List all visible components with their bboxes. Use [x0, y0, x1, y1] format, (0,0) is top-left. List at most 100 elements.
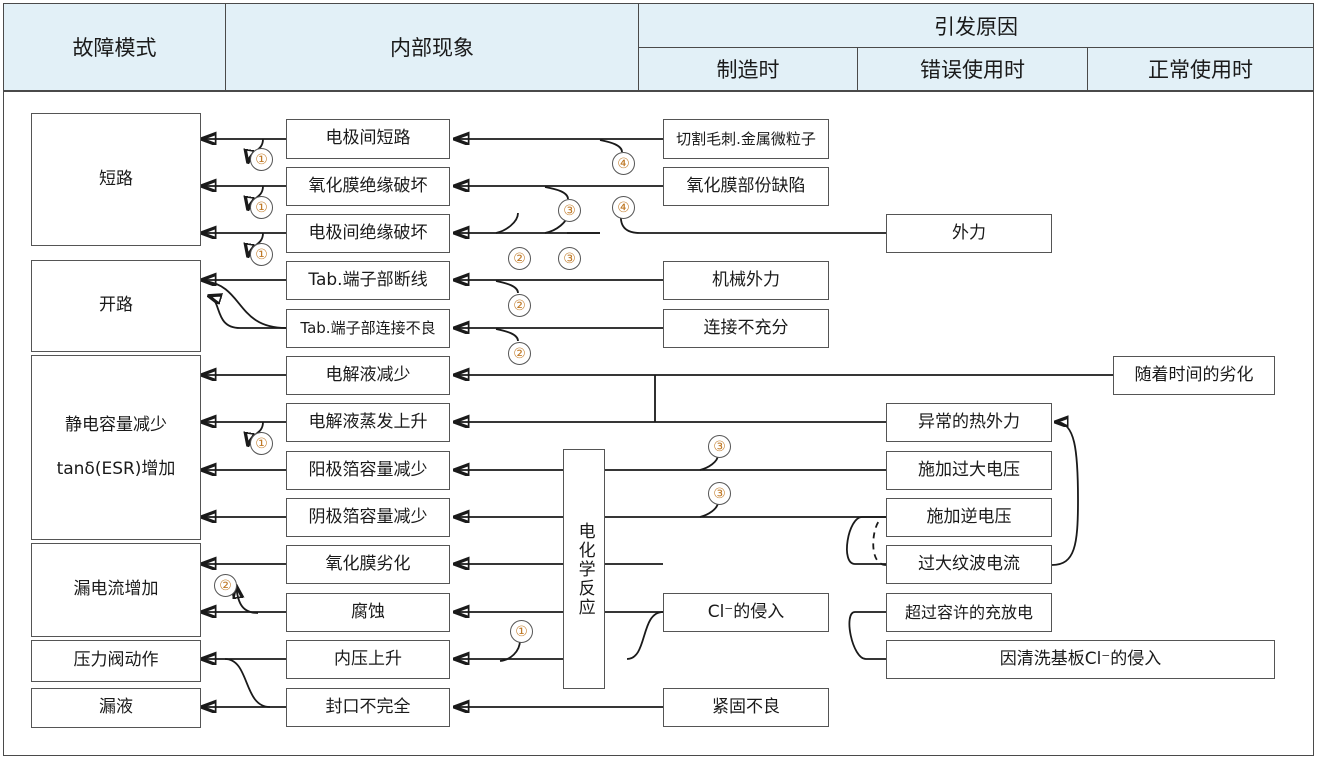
header-cause-misuse: 错误使用时	[857, 47, 1088, 91]
internal-phenomenon-label: 腐蚀	[351, 601, 385, 622]
marker-symbol: ④	[617, 199, 630, 216]
failure-mode-leakage-current[interactable]: 漏电流增加	[31, 543, 201, 637]
header-cause-manufacturing: 制造时	[638, 47, 858, 91]
failure-mode-capacitance-drop[interactable]: 静电容量减少 tanδ(ESR)增加	[31, 355, 201, 540]
marker-1-evaporation: ①	[250, 432, 273, 455]
internal-phenomenon-electrode-short[interactable]: 电极间短路	[286, 119, 450, 159]
internal-phenomenon-tab-terminal-bad-connection[interactable]: Tab.端子部连接不良	[286, 309, 450, 348]
header-failure-mode: 故障模式	[3, 3, 226, 91]
failure-mode-label: 压力阀动作	[73, 650, 159, 671]
marker-symbol: ①	[515, 623, 528, 640]
marker-symbol: ④	[617, 155, 630, 172]
marker-2-corrosion-to-oxide: ②	[214, 574, 237, 597]
failure-mode-liquid-leak[interactable]: 漏液	[31, 688, 201, 728]
marker-symbol: ①	[255, 199, 268, 216]
marker-symbol: ③	[713, 485, 726, 502]
cause-label: 超过容许的充放电	[904, 602, 1033, 622]
internal-phenomenon-label: 阴极箔容量减少	[308, 506, 428, 527]
failure-mode-pressure-valve[interactable]: 压力阀动作	[31, 640, 201, 682]
internal-phenomenon-oxide-insulation-breakdown[interactable]: 氧化膜绝缘破坏	[286, 167, 450, 206]
internal-phenomenon-label: 阳极箔容量减少	[308, 459, 428, 480]
electrochemical-reaction-label: 电化学反应	[574, 521, 595, 617]
cause-label: 氧化膜部份缺陷	[686, 175, 806, 196]
cause-label: 机械外力	[712, 269, 780, 290]
cause-manufacturing-mechanical-force[interactable]: 机械外力	[663, 261, 829, 300]
marker-1-short-row2: ①	[250, 196, 273, 219]
header-failure-mode-label: 故障模式	[72, 36, 157, 60]
cause-manufacturing-oxide-film-defect[interactable]: 氧化膜部份缺陷	[663, 167, 829, 206]
cause-manufacturing-chloride-intrusion[interactable]: Cl⁻的侵入	[663, 593, 829, 632]
cause-misuse-excessive-ripple-current[interactable]: 过大纹波电流	[886, 545, 1052, 584]
failure-mode-label: 静电容量减少	[65, 415, 167, 436]
marker-1-short-row3: ①	[250, 243, 273, 266]
failure-mode-open-circuit[interactable]: 开路	[31, 260, 201, 352]
cause-misuse-external-force[interactable]: 外力	[886, 214, 1052, 253]
cause-normal-time-degradation[interactable]: 随着时间的劣化	[1113, 356, 1275, 395]
cause-label: Cl⁻的侵入	[707, 601, 785, 622]
cause-label: 过大纹波电流	[918, 553, 1020, 574]
internal-phenomenon-incomplete-seal[interactable]: 封口不完全	[286, 688, 450, 727]
internal-phenomenon-label: 电极间绝缘破坏	[308, 222, 428, 243]
internal-phenomenon-anode-foil-capacitance-drop[interactable]: 阳极箔容量减少	[286, 451, 450, 490]
failure-mode-label: 开路	[99, 295, 133, 316]
failure-mode-label: 短路	[99, 168, 133, 189]
marker-symbol: ①	[255, 435, 268, 452]
cause-misuse-reverse-voltage[interactable]: 施加逆电压	[886, 498, 1052, 537]
cause-label: 异常的热外力	[918, 411, 1020, 432]
internal-phenomenon-interelectrode-insulation-breakdown[interactable]: 电极间绝缘破坏	[286, 214, 450, 253]
marker-symbol: ①	[255, 151, 268, 168]
marker-3-oxide-defect-to-row2: ③	[558, 199, 581, 222]
cause-label: 随着时间的劣化	[1134, 364, 1254, 385]
cause-label: 紧固不良	[712, 696, 780, 717]
marker-4-external-force-branch: ④	[612, 196, 635, 219]
internal-phenomenon-label: 电解液蒸发上升	[308, 411, 428, 432]
marker-symbol: ②	[513, 250, 526, 267]
header-cause-normal: 正常使用时	[1087, 47, 1314, 91]
internal-phenomenon-label: 电极间短路	[325, 128, 411, 149]
cause-manufacturing-poor-fastening[interactable]: 紧固不良	[663, 688, 829, 727]
electrochemical-reaction-node[interactable]: 电化学反应	[563, 449, 605, 689]
cause-label: 施加逆电压	[926, 506, 1012, 527]
header-cause-manufacturing-label: 制造时	[716, 58, 780, 82]
header-causes-group-label: 引发原因	[934, 14, 1018, 39]
internal-phenomenon-electrolyte-evaporation[interactable]: 电解液蒸发上升	[286, 403, 450, 442]
marker-2-row3-branch: ②	[508, 247, 531, 270]
internal-phenomenon-corrosion[interactable]: 腐蚀	[286, 593, 450, 632]
failure-mode-label: 漏电流增加	[73, 579, 159, 600]
internal-phenomenon-label: 电解液减少	[325, 364, 411, 385]
marker-symbol: ②	[513, 297, 526, 314]
header-causes-group: 引发原因	[638, 3, 1314, 48]
cause-label: 因清洗基板Cl⁻的侵入	[999, 648, 1162, 669]
failure-mode-label-secondary: tanδ(ESR)增加	[56, 458, 176, 479]
cause-misuse-board-cleaning-chloride[interactable]: 因清洗基板Cl⁻的侵入	[886, 640, 1275, 679]
header-internal-phenomenon: 内部现象	[225, 3, 639, 91]
internal-phenomenon-electrolyte-decrease[interactable]: 电解液减少	[286, 356, 450, 395]
marker-3-row3-branch: ③	[558, 247, 581, 270]
marker-1-short-row1: ①	[250, 148, 273, 171]
cause-misuse-excessive-charge-discharge[interactable]: 超过容许的充放电	[886, 593, 1052, 632]
cause-misuse-abnormal-thermal-force[interactable]: 异常的热外力	[886, 403, 1052, 442]
internal-phenomenon-internal-pressure-rise[interactable]: 内压上升	[286, 640, 450, 679]
internal-phenomenon-tab-terminal-break[interactable]: Tab.端子部断线	[286, 261, 450, 300]
marker-symbol: ②	[513, 345, 526, 362]
marker-symbol: ①	[255, 246, 268, 263]
internal-phenomenon-oxide-degradation[interactable]: 氧化膜劣化	[286, 545, 450, 584]
internal-phenomenon-cathode-foil-capacitance-drop[interactable]: 阴极箔容量减少	[286, 498, 450, 537]
failure-mode-label: 漏液	[99, 697, 133, 718]
cause-manufacturing-burr-metal-particles[interactable]: 切割毛刺.金属微粒子	[663, 119, 829, 159]
marker-4-burr-to-row1: ④	[612, 152, 635, 175]
cause-label: 切割毛刺.金属微粒子	[676, 129, 816, 148]
marker-1-pressure-rise: ①	[510, 620, 533, 643]
cause-label: 连接不充分	[703, 317, 789, 338]
marker-symbol: ③	[563, 250, 576, 267]
cause-label: 施加过大电压	[918, 459, 1020, 480]
cause-label: 外力	[952, 222, 986, 243]
marker-2-tab-connection-branch: ②	[508, 342, 531, 365]
internal-phenomenon-label: 氧化膜绝缘破坏	[308, 175, 428, 196]
cause-manufacturing-insufficient-connection[interactable]: 连接不充分	[663, 309, 829, 348]
marker-2-tab-break-branch: ②	[508, 294, 531, 317]
marker-symbol: ③	[713, 438, 726, 455]
failure-mode-short-circuit[interactable]: 短路	[31, 113, 201, 246]
cause-misuse-overvoltage[interactable]: 施加过大电压	[886, 451, 1052, 490]
